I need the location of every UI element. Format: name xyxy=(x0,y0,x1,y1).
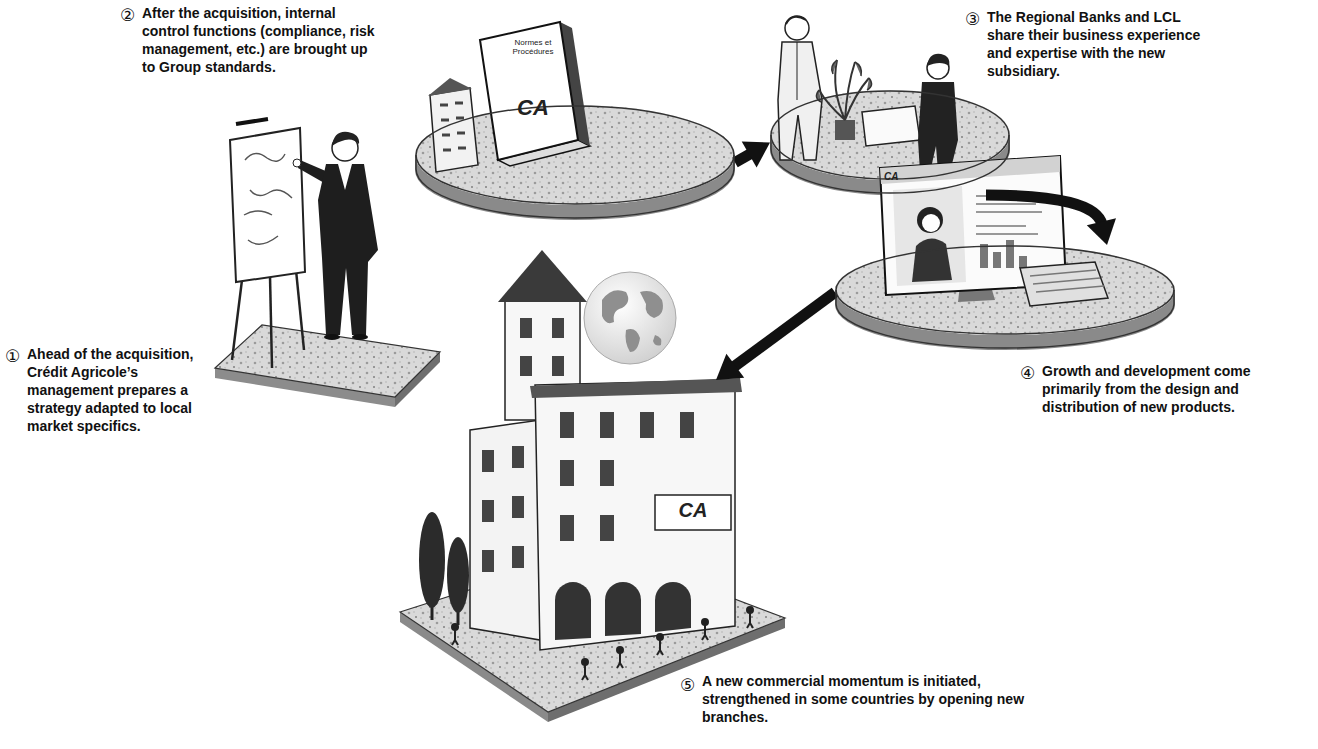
disc-top xyxy=(836,246,1174,334)
callout-number: ④ xyxy=(1020,364,1035,382)
globe xyxy=(584,272,676,364)
flow-arrow xyxy=(986,195,1116,245)
step-description: The Regional Banks and LCL share their b… xyxy=(987,8,1202,80)
controls-platform: ②After the acquisition, internal control… xyxy=(415,105,735,220)
disc-top xyxy=(771,91,1009,179)
products-platform: ④Growth and development come primarily f… xyxy=(835,245,1175,350)
logo-text: CA xyxy=(506,96,560,120)
callout-number: ② xyxy=(120,6,135,24)
binder-title: Normes et Procédures xyxy=(506,38,560,56)
disc-side xyxy=(836,290,1174,348)
strategy-step: ①Ahead of the acquisition, Crédit Agrico… xyxy=(205,120,405,400)
logo-text: CA xyxy=(657,499,729,522)
controls-scene xyxy=(415,22,735,220)
arrow-head xyxy=(716,354,744,380)
presenter-scene xyxy=(215,119,440,407)
flow-arrow xyxy=(716,292,835,380)
callout-number: ⑤ xyxy=(680,676,695,694)
flow-arrow xyxy=(735,141,770,167)
disc-side xyxy=(416,155,734,218)
step-description: Ahead of the acquisition, Crédit Agricol… xyxy=(27,345,199,435)
products-scene xyxy=(835,156,1175,350)
arrow-head xyxy=(742,141,770,167)
arrow-head xyxy=(1087,218,1116,245)
branch-step: ⑤A new commercial momentum is initiated,… xyxy=(420,380,790,715)
arrow-shaft xyxy=(733,292,835,367)
disc-outline xyxy=(415,105,735,220)
step-description: After the acquisition, internal control … xyxy=(142,4,382,76)
disc-outline xyxy=(835,245,1175,350)
arrow-shaft xyxy=(986,195,1102,225)
step-description: A new commercial momentum is initiated, … xyxy=(702,672,1062,726)
callout-number: ① xyxy=(5,347,20,365)
disc-top xyxy=(416,106,734,204)
disc-side xyxy=(771,135,1009,193)
branch-scene xyxy=(400,250,785,722)
step-description: Growth and development come primarily fr… xyxy=(1042,362,1304,416)
logo-text: CA xyxy=(884,171,914,183)
callout-number: ③ xyxy=(965,10,980,28)
